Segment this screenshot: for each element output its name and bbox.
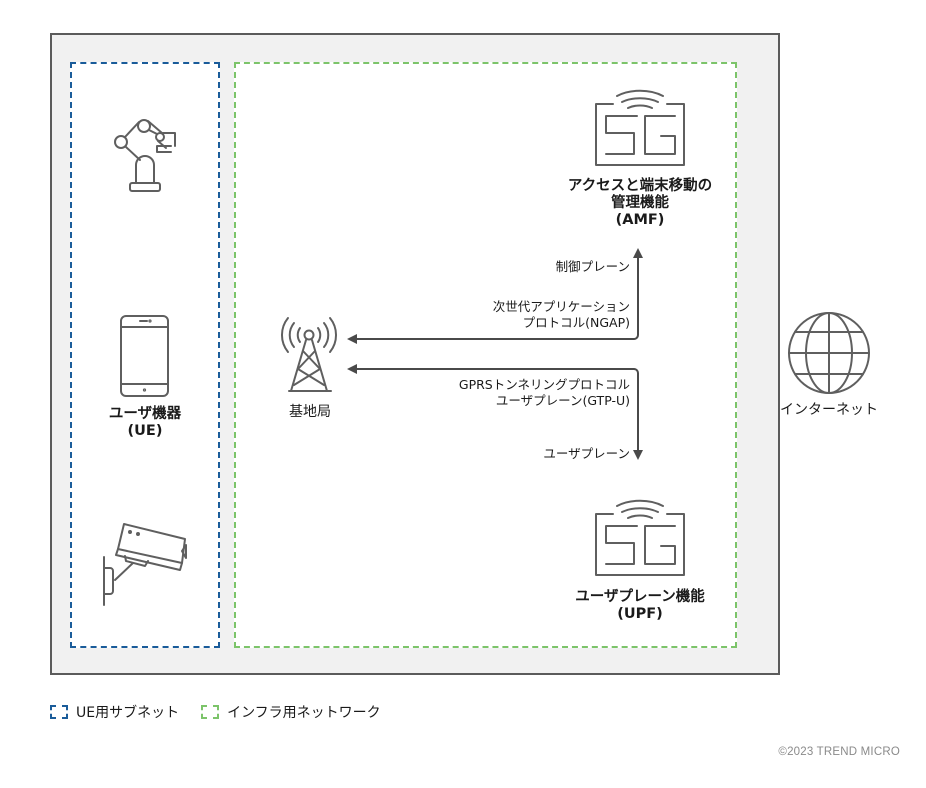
legend-ue-label: UE用サブネット	[76, 705, 180, 721]
upf-label-line1: ユーザプレーン機能	[575, 589, 705, 605]
infra-network-swatch	[201, 705, 220, 719]
gtpu-protocol-label: GPRSトンネリングプロトコル ユーザプレーン(GTP-U)	[400, 377, 630, 409]
amf-label: アクセスと端末移動の 管理機能 (AMF)	[540, 178, 740, 229]
upf-label: ユーザプレーン機能 (UPF)	[540, 589, 740, 623]
control-plane-label: 制御プレーン	[555, 259, 630, 274]
globe-icon	[788, 312, 870, 394]
ngap-protocol-line2: プロトコル(NGAP)	[522, 315, 630, 330]
copyright: ©2023 TREND MICRO	[778, 746, 900, 758]
internet-label: インターネット	[780, 402, 878, 418]
ue-subnet-swatch	[50, 705, 68, 719]
infra-network-zone	[234, 62, 737, 648]
user-plane-label: ユーザプレーン	[543, 446, 630, 461]
amf-label-line2: 管理機能	[611, 195, 669, 211]
ue-label-line1: ユーザ機器	[108, 406, 182, 422]
legend: UE用サブネット インフラ用ネットワーク	[50, 702, 381, 722]
gtpu-protocol-line1: GPRSトンネリングプロトコル	[458, 377, 630, 392]
base-station-label: 基地局	[289, 404, 331, 420]
ue-label-line2: (UE)	[127, 423, 163, 439]
ngap-protocol-line1: 次世代アプリケーション	[492, 299, 630, 314]
gtpu-protocol-line2: ユーザプレーン(GTP-U)	[495, 393, 630, 408]
legend-infra-label: インフラ用ネットワーク	[227, 705, 381, 721]
amf-label-line1: アクセスと端末移動の	[567, 178, 713, 194]
ngap-protocol-label: 次世代アプリケーション プロトコル(NGAP)	[420, 299, 630, 331]
amf-label-line3: (AMF)	[615, 212, 665, 228]
ue-subnet-zone	[70, 62, 220, 648]
upf-label-line2: (UPF)	[617, 606, 663, 622]
ue-label: ユーザ機器 (UE)	[75, 406, 215, 440]
